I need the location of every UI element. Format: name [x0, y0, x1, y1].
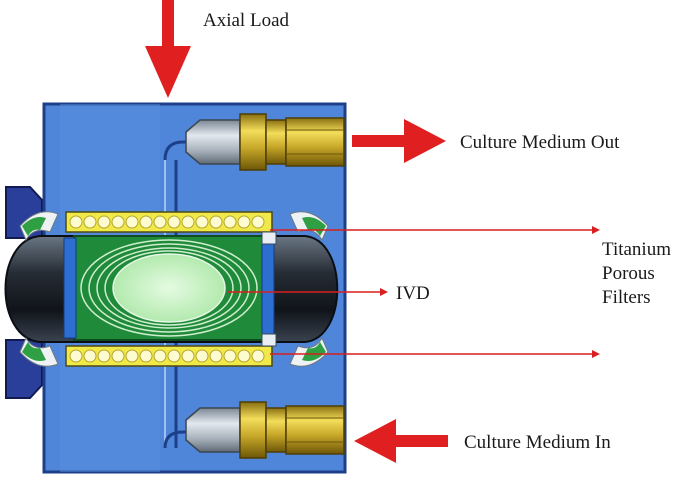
filters-label-line-1: Titanium	[602, 239, 671, 260]
fitting-bottom	[185, 401, 345, 459]
culture-out-label: Culture Medium Out	[460, 132, 620, 153]
filter-bottom	[65, 333, 277, 367]
culture-in-arrow	[354, 419, 448, 463]
axial-load-label: Axial Load	[203, 10, 290, 31]
filters-label-line-3: Filters	[602, 287, 651, 308]
seal-rings	[19, 211, 329, 367]
ivd-label: IVD	[396, 283, 430, 304]
ivd-disc	[63, 235, 275, 341]
fitting-top	[185, 113, 345, 171]
filters-label: Titanium Porous Filters	[602, 238, 671, 310]
filter-pointer-bottom	[270, 350, 600, 358]
culture-in-label: Culture Medium In	[464, 432, 611, 453]
ivd-pointer	[228, 288, 388, 296]
culture-out-arrow	[352, 119, 446, 163]
filters-label-line-2: Porous	[602, 263, 655, 284]
filter-top	[65, 211, 277, 245]
filter-pointer-top	[270, 226, 600, 234]
axial-load-arrow	[145, 0, 191, 98]
